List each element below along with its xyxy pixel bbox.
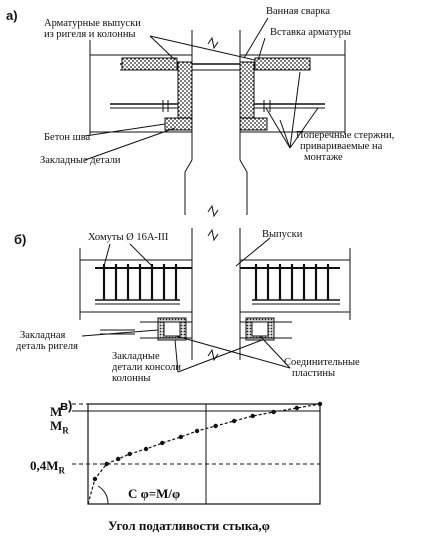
data-point xyxy=(294,405,299,411)
beam-embedded-label-line2: деталь ригеля xyxy=(16,341,78,352)
section-a-mark: а) xyxy=(6,8,18,23)
y-label-m: M xyxy=(50,404,63,419)
stirrups-label: Хомуты Ø 16А-III xyxy=(88,232,169,243)
rebar-outlets-label-line2: из ригеля и колонны xyxy=(44,29,136,40)
chart-frame xyxy=(87,403,321,505)
console-embedded-label-line1: Закладные xyxy=(112,351,160,362)
connecting-plates-label-line1: Соединительные xyxy=(284,357,360,368)
embedded-parts-label: Закладные детали xyxy=(40,155,121,166)
rebar-insert-label: Вставка арматуры xyxy=(270,27,351,38)
data-point xyxy=(143,446,149,452)
bath-welding-label: Ванная сварка xyxy=(266,6,331,17)
data-point xyxy=(178,434,183,440)
console-embedded-label-line3: колонны xyxy=(112,373,151,384)
data-point xyxy=(317,401,323,407)
data-point xyxy=(231,418,237,424)
connecting-plates-label-line2: пластины xyxy=(292,368,336,379)
data-point xyxy=(213,423,218,429)
rebar-outlets-label-line1: Арматурные выпуски xyxy=(44,18,141,29)
data-point xyxy=(104,461,109,467)
data-point xyxy=(160,440,165,446)
joint-concrete-label: Бетон шва xyxy=(44,132,91,143)
data-point xyxy=(127,451,132,457)
section-b-mark: б) xyxy=(14,232,27,247)
y-label-0-4mr: 0,4MR xyxy=(30,458,66,476)
section-b-drawing xyxy=(79,228,351,373)
data-point xyxy=(250,413,255,419)
x-axis-label: Угол податливости стыка,φ xyxy=(108,518,270,533)
section-a-drawing xyxy=(84,17,346,218)
data-point xyxy=(115,456,121,462)
beam-embedded-label-line1: Закладная xyxy=(20,330,66,341)
transverse-bars-label-line1: Поперечные стержни, xyxy=(296,130,395,141)
chart-series xyxy=(87,401,323,505)
outlets-label: Выпуски xyxy=(262,229,303,240)
formula-label: C φ=M/φ xyxy=(128,486,181,501)
data-point xyxy=(271,409,276,415)
data-point xyxy=(194,428,200,434)
data-point xyxy=(92,476,98,482)
console-embedded-label-line2: детали консоли xyxy=(112,362,182,373)
section-c-mark: в) xyxy=(60,398,73,413)
y-label-mr: MR xyxy=(50,418,69,436)
chart-reference-lines xyxy=(72,403,320,465)
transverse-bars-label-line2: привариваемые на xyxy=(300,141,383,152)
transverse-bars-label-line3: монтаже xyxy=(304,152,343,163)
series-line-0 xyxy=(87,403,321,505)
angle-arc xyxy=(97,485,109,505)
